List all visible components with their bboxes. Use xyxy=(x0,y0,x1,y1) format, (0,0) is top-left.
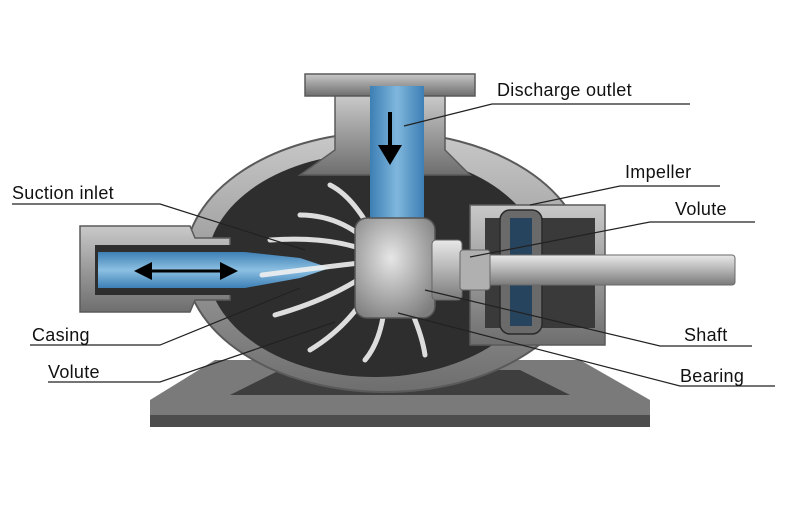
flow-arrow-down-icon xyxy=(378,112,402,165)
leader-suction-inlet xyxy=(12,203,306,251)
label-casing: Casing xyxy=(32,325,90,345)
leader-volute-left xyxy=(48,321,336,383)
flow-arrow-bidirectional-icon xyxy=(134,262,238,280)
leader-volute-right xyxy=(469,221,755,258)
discharge-nozzle xyxy=(297,73,476,226)
label-suction-inlet: Suction inlet xyxy=(12,183,114,203)
leader-bearing xyxy=(397,312,775,387)
leader-discharge-outlet xyxy=(403,103,690,127)
label-discharge-outlet: Discharge outlet xyxy=(497,80,632,100)
leader-casing xyxy=(30,287,301,346)
label-volute-left: Volute xyxy=(48,362,100,382)
leader-impeller xyxy=(529,185,720,206)
label-bearing: Bearing xyxy=(680,366,745,386)
leader-lines xyxy=(12,103,775,387)
label-shaft: Shaft xyxy=(684,325,728,345)
leader-shaft xyxy=(424,289,752,347)
label-impeller: Impeller xyxy=(625,162,692,182)
impeller-hub xyxy=(354,217,491,319)
label-volute-right: Volute xyxy=(675,199,727,219)
